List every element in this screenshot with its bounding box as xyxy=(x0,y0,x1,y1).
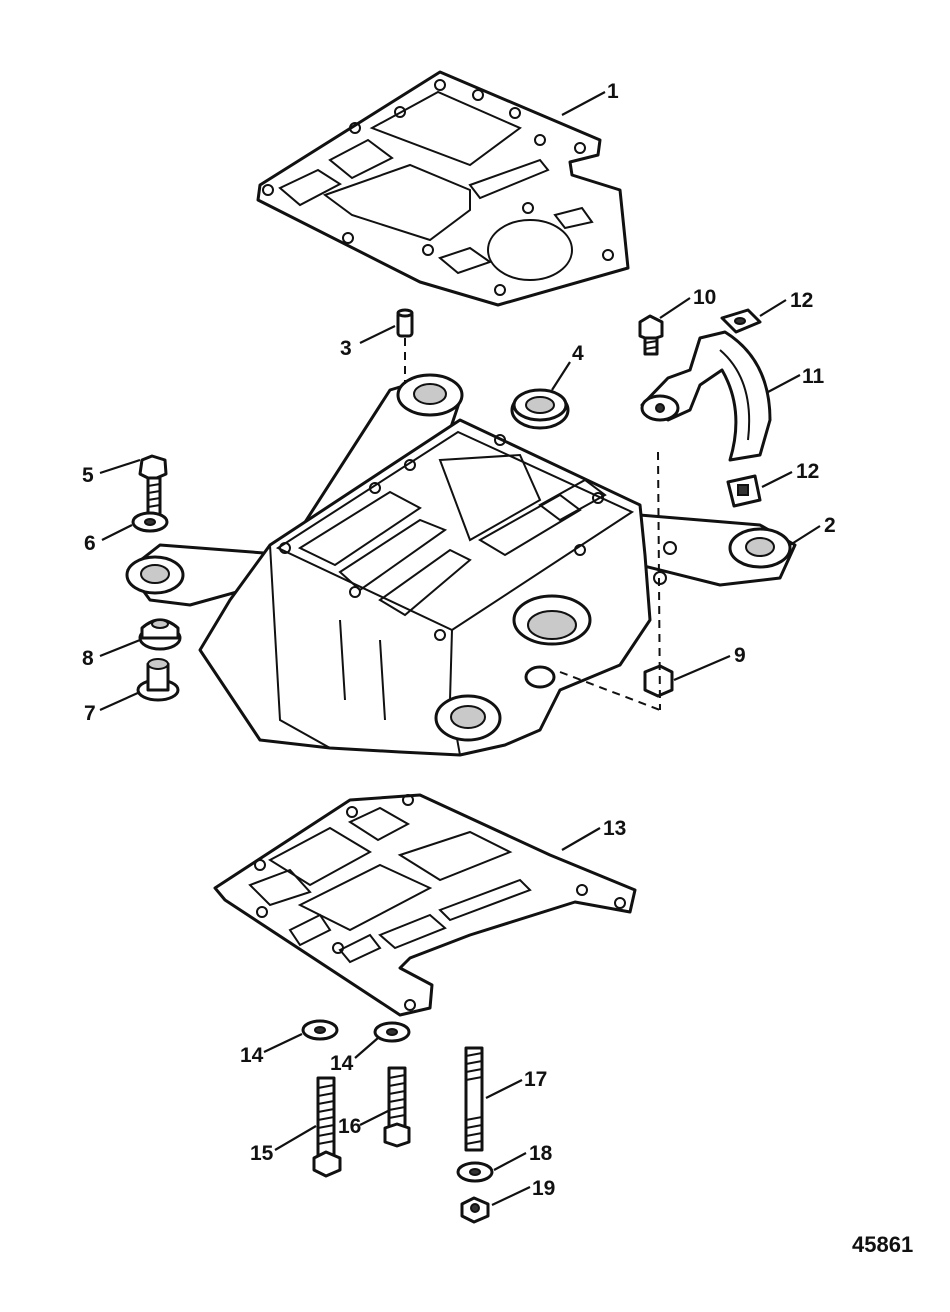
callout-13: 13 xyxy=(603,817,626,840)
callout-17: 17 xyxy=(524,1068,547,1091)
stud-17 xyxy=(464,1046,484,1152)
bushing-7 xyxy=(136,658,180,702)
washer-14-left xyxy=(301,1019,339,1041)
callout-12-upper: 12 xyxy=(790,289,813,312)
washer-6 xyxy=(131,511,169,533)
washer-14-right xyxy=(373,1021,411,1043)
callout-2: 2 xyxy=(824,514,836,537)
callout-12-lower: 12 xyxy=(796,460,819,483)
callout-18: 18 xyxy=(529,1142,553,1165)
guide-bracket xyxy=(640,330,772,462)
dowel-pin xyxy=(396,308,414,384)
callout-5: 5 xyxy=(82,464,94,487)
adapter-plate-housing xyxy=(125,373,797,757)
callout-7: 7 xyxy=(84,702,96,725)
clip-12-upper xyxy=(720,308,762,334)
bolt-15 xyxy=(312,1076,342,1178)
rubber-mount-8 xyxy=(138,618,182,651)
bolt-16 xyxy=(383,1066,411,1148)
callout-8: 8 xyxy=(82,647,94,670)
screw-5 xyxy=(138,454,168,518)
callout-11: 11 xyxy=(802,365,825,388)
callout-6: 6 xyxy=(84,532,96,555)
callout-numbers: 1 2 3 4 5 6 7 8 9 10 11 12 12 13 14 14 1… xyxy=(82,80,836,1200)
callout-15: 15 xyxy=(250,1142,274,1165)
callout-4: 4 xyxy=(572,342,584,365)
figure-number: 45861 xyxy=(852,1232,913,1257)
callout-16: 16 xyxy=(338,1115,361,1138)
callout-19: 19 xyxy=(532,1177,555,1200)
bottom-gasket xyxy=(213,793,637,1017)
callout-14-left: 14 xyxy=(240,1044,264,1067)
callout-10: 10 xyxy=(693,286,716,309)
seal xyxy=(510,388,570,430)
leader-lines xyxy=(99,91,821,1206)
callout-3: 3 xyxy=(340,337,352,360)
top-gasket xyxy=(256,70,630,307)
nut-19 xyxy=(460,1196,490,1224)
washer-18 xyxy=(456,1161,494,1183)
callout-9: 9 xyxy=(734,644,746,667)
nut-9 xyxy=(559,451,674,711)
screw-10 xyxy=(638,314,664,356)
callout-1: 1 xyxy=(607,80,619,103)
clip-12-lower xyxy=(726,474,762,508)
callout-14-right: 14 xyxy=(330,1052,354,1075)
